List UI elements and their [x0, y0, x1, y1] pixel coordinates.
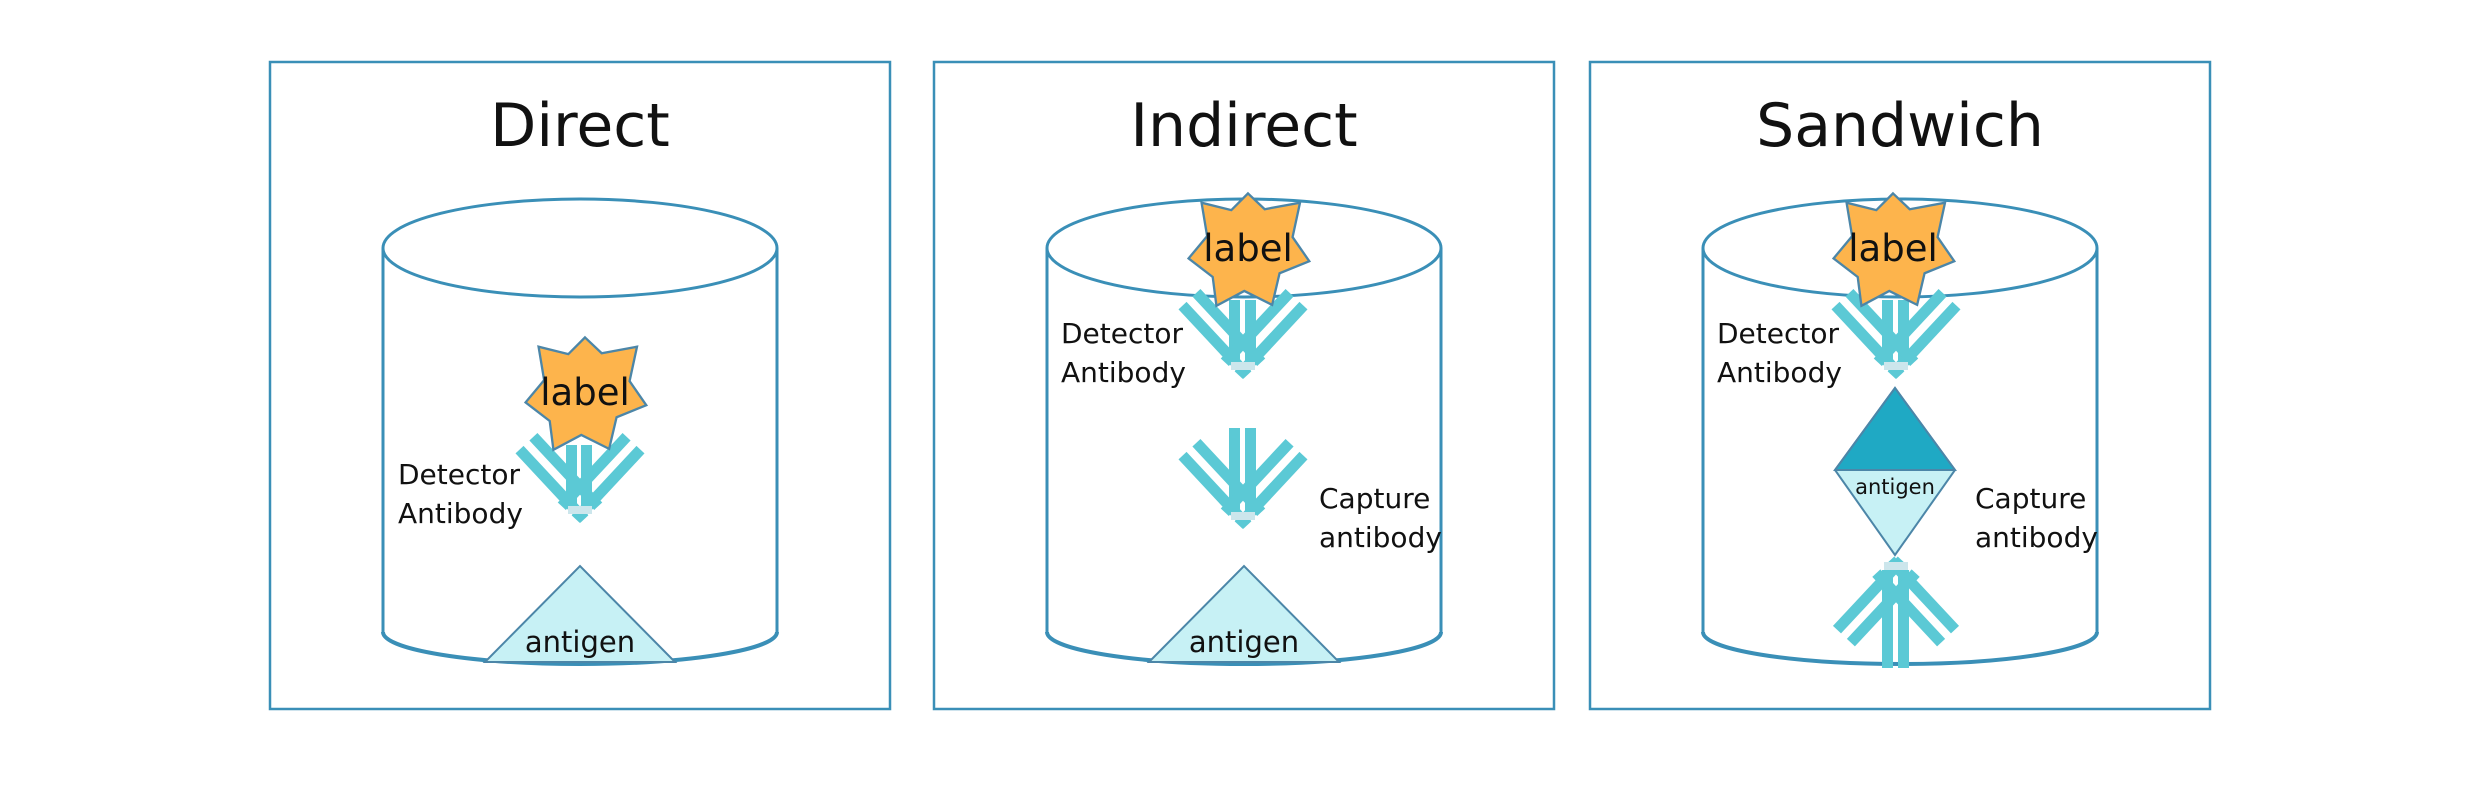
- detector-label-line1: Detector: [1061, 317, 1183, 350]
- antigen-label: antigen: [525, 625, 635, 659]
- capture-label-line2: antibody: [1319, 521, 1442, 554]
- antigen: antigen: [482, 564, 678, 663]
- detector-label-line1: Detector: [1717, 317, 1839, 350]
- detector-label-line2: Antibody: [1061, 356, 1186, 389]
- panel-title: Sandwich: [1756, 91, 2044, 161]
- capture-label-line1: Capture: [1975, 482, 2086, 515]
- panel-indirect: Indirect antigen: [932, 60, 1556, 711]
- detector-antibody: [515, 432, 645, 523]
- panel-frame: [268, 60, 892, 711]
- detector-label-line2: Antibody: [1717, 356, 1842, 389]
- capture-antibody: [1178, 428, 1308, 529]
- antigen-label: antigen: [1189, 625, 1299, 659]
- capture-label-line2: antibody: [1975, 521, 2098, 554]
- star-label: label: [540, 371, 629, 414]
- label-star: label: [1187, 192, 1311, 307]
- label-star: label: [524, 336, 648, 451]
- panel-title: Direct: [490, 91, 670, 161]
- antigen-label: antigen: [1855, 475, 1935, 499]
- detector-antibody: [1831, 288, 1961, 379]
- panel-title: Indirect: [1130, 91, 1357, 161]
- panel-sandwich: Sandwich: [1588, 60, 2212, 711]
- well-cylinder: [381, 197, 779, 666]
- detector-label-line2: Antibody: [398, 497, 523, 530]
- capture-label-line1: Capture: [1319, 482, 1430, 515]
- antigen: antigen: [1146, 564, 1342, 663]
- antigen: antigen: [1833, 386, 1957, 557]
- panel-direct: Direct antigen label: [268, 60, 892, 711]
- panel-frame: [932, 60, 1556, 711]
- star-label: label: [1203, 227, 1292, 270]
- detector-label-line1: Detector: [398, 458, 520, 491]
- capture-antibody: [1832, 556, 1960, 668]
- star-label: label: [1848, 227, 1937, 270]
- detector-antibody: [1178, 288, 1308, 379]
- panel-frame: [1588, 60, 2212, 711]
- label-star: label: [1832, 192, 1956, 307]
